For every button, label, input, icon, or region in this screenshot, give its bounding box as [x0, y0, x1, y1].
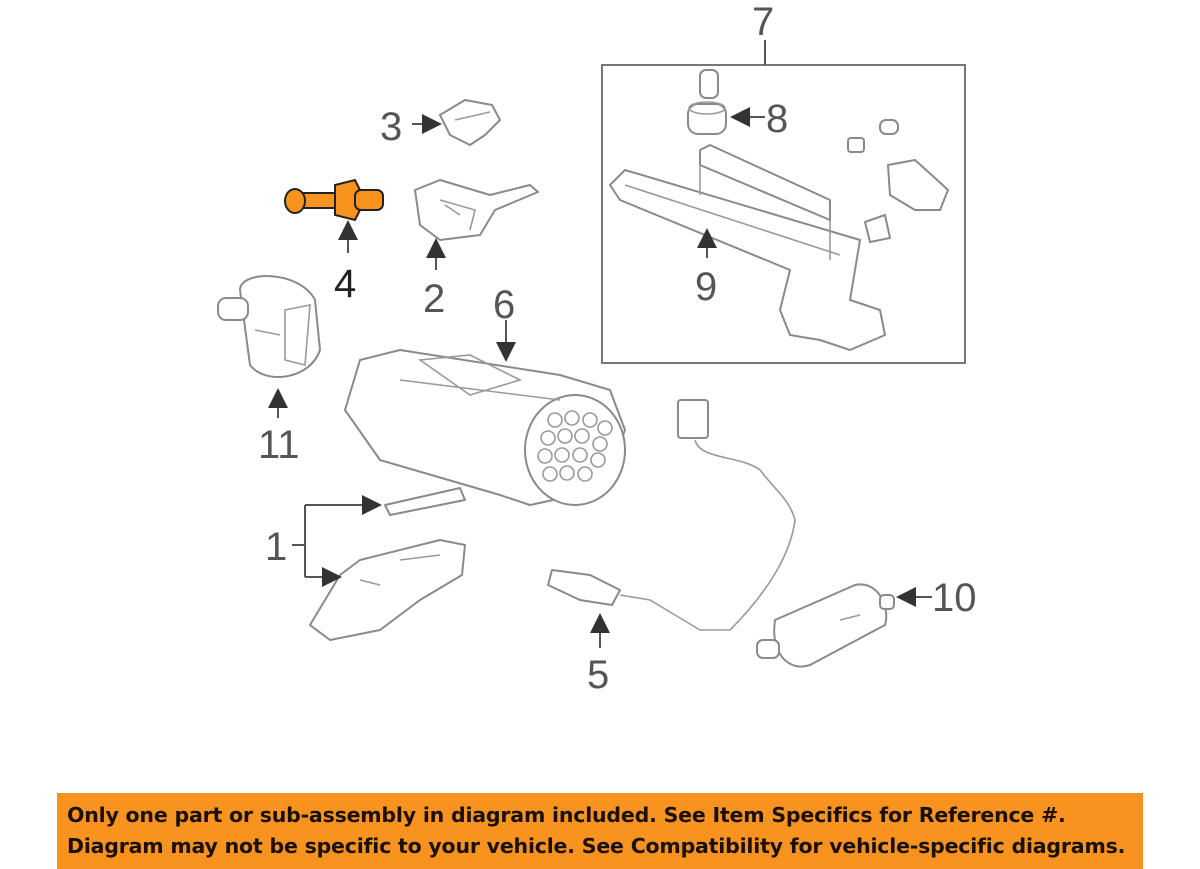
part-2-valve	[414, 179, 539, 241]
part-1-valve-gasket	[309, 487, 466, 641]
callout-9: 9	[695, 265, 717, 309]
part-6-canister	[344, 349, 626, 506]
callout-1: 1	[265, 525, 287, 569]
part-11-cap	[217, 275, 321, 378]
callout-11: 11	[258, 423, 300, 467]
callout-8: 8	[766, 97, 788, 141]
callout-10: 10	[932, 576, 977, 620]
part-9-bracket	[609, 119, 949, 351]
callout-5: 5	[587, 653, 609, 697]
callout-3: 3	[380, 105, 402, 149]
parts-diagram: 7 8 9 3 2 4	[217, 0, 977, 697]
part-10-filter	[756, 583, 895, 668]
disclaimer-banner: Only one part or sub-assembly in diagram…	[57, 793, 1143, 869]
callout-2: 2	[423, 277, 445, 321]
callout-7: 7	[752, 0, 774, 44]
part-5-o2-sensor	[547, 399, 796, 631]
part-8-bushing	[687, 69, 727, 135]
callout-6: 6	[493, 283, 515, 327]
part-3-sensor	[439, 99, 501, 146]
banner-line-2: Diagram may not be specific to your vehi…	[67, 834, 1126, 858]
callout-4: 4	[334, 262, 356, 306]
assembly-7-box	[601, 64, 966, 364]
banner-line-1: Only one part or sub-assembly in diagram…	[67, 803, 1066, 827]
part-4-highlighted	[284, 178, 384, 222]
